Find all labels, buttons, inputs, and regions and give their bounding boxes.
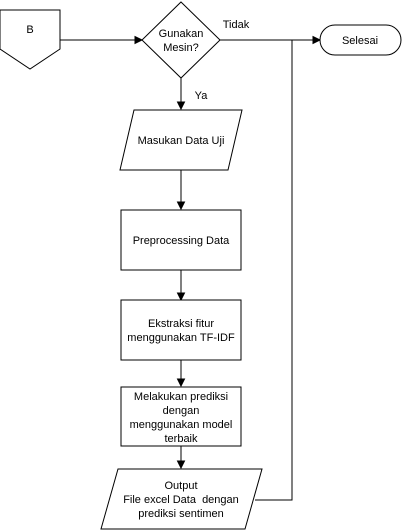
output-parallelogram [100, 468, 263, 530]
arrowhead-predict [176, 378, 186, 388]
end-terminator [319, 24, 402, 56]
arrowhead-extract [176, 292, 186, 302]
decision-label-line2: Mesin? [163, 42, 198, 54]
extract-label-line1: Ekstraksi fitur [148, 318, 214, 330]
input-label: Masukan Data Uji [138, 135, 225, 147]
predict-label-line2: dengan [163, 405, 200, 417]
preprocess-label: Preprocessing Data [133, 235, 230, 247]
preprocess-box [120, 209, 242, 271]
decision-label-line1: Gunakan [159, 28, 204, 40]
arrowhead-input [176, 101, 186, 111]
predict-box [120, 386, 242, 447]
edge-output-to-end [255, 40, 293, 501]
output-label-line1: Output [164, 480, 197, 492]
output-label-line2: File excel Data dengan [123, 494, 239, 506]
connector-label: B [26, 24, 33, 36]
arrowhead-end [312, 35, 322, 45]
input-parallelogram [119, 109, 243, 171]
offpage-connector-shape [0, 9, 61, 70]
yes-edge-label: Ya [195, 90, 209, 102]
extract-box [120, 299, 242, 361]
arrowhead-output [176, 460, 186, 470]
predict-label-line4: terbaik [164, 433, 198, 445]
extract-label-line2: menggunakan TF-IDF [127, 332, 235, 344]
arrowhead-decision [134, 35, 144, 45]
predict-label-line3: menggunakan model [130, 419, 233, 431]
predict-label-line1: Melakukan prediksi [134, 391, 228, 403]
end-label: Selesai [342, 35, 378, 47]
no-edge-label: Tidak [223, 19, 250, 31]
output-label-line3: prediksi sentimen [138, 508, 224, 520]
arrowhead-preprocess [176, 201, 186, 211]
decision-diamond [141, 1, 221, 79]
